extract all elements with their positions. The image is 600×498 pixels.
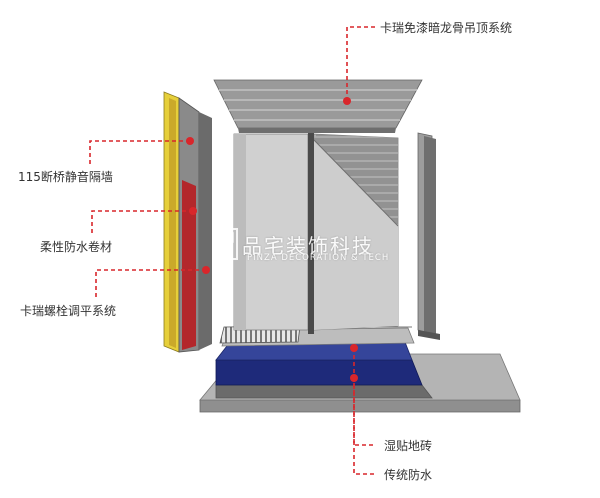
leader-dots [186,97,358,382]
watermark-brand-cn: 品宅装饰科技 [242,234,374,258]
left-wall-assembly [163,91,212,353]
label-traditional-waterproof: 传统防水 [384,468,433,482]
blue-waterproof-base [215,341,433,399]
label-soundwall: 115断桥静音隔墙 [18,170,113,184]
label-leveling: 卡瑞螺栓调平系统 [20,304,117,318]
watermark-logo-icon [216,228,238,260]
watermark-brand-en: PINZA DECORATION & TECH [247,253,390,263]
right-side-panel [417,132,440,340]
label-wet-tile: 湿贴地砖 [384,439,433,453]
leader-lines [89,26,376,475]
label-ceiling: 卡瑞免漆暗龙骨吊顶系统 [380,21,513,35]
label-membrane: 柔性防水卷材 [40,240,113,254]
back-wall [233,124,399,334]
ceiling-panel [213,79,423,133]
